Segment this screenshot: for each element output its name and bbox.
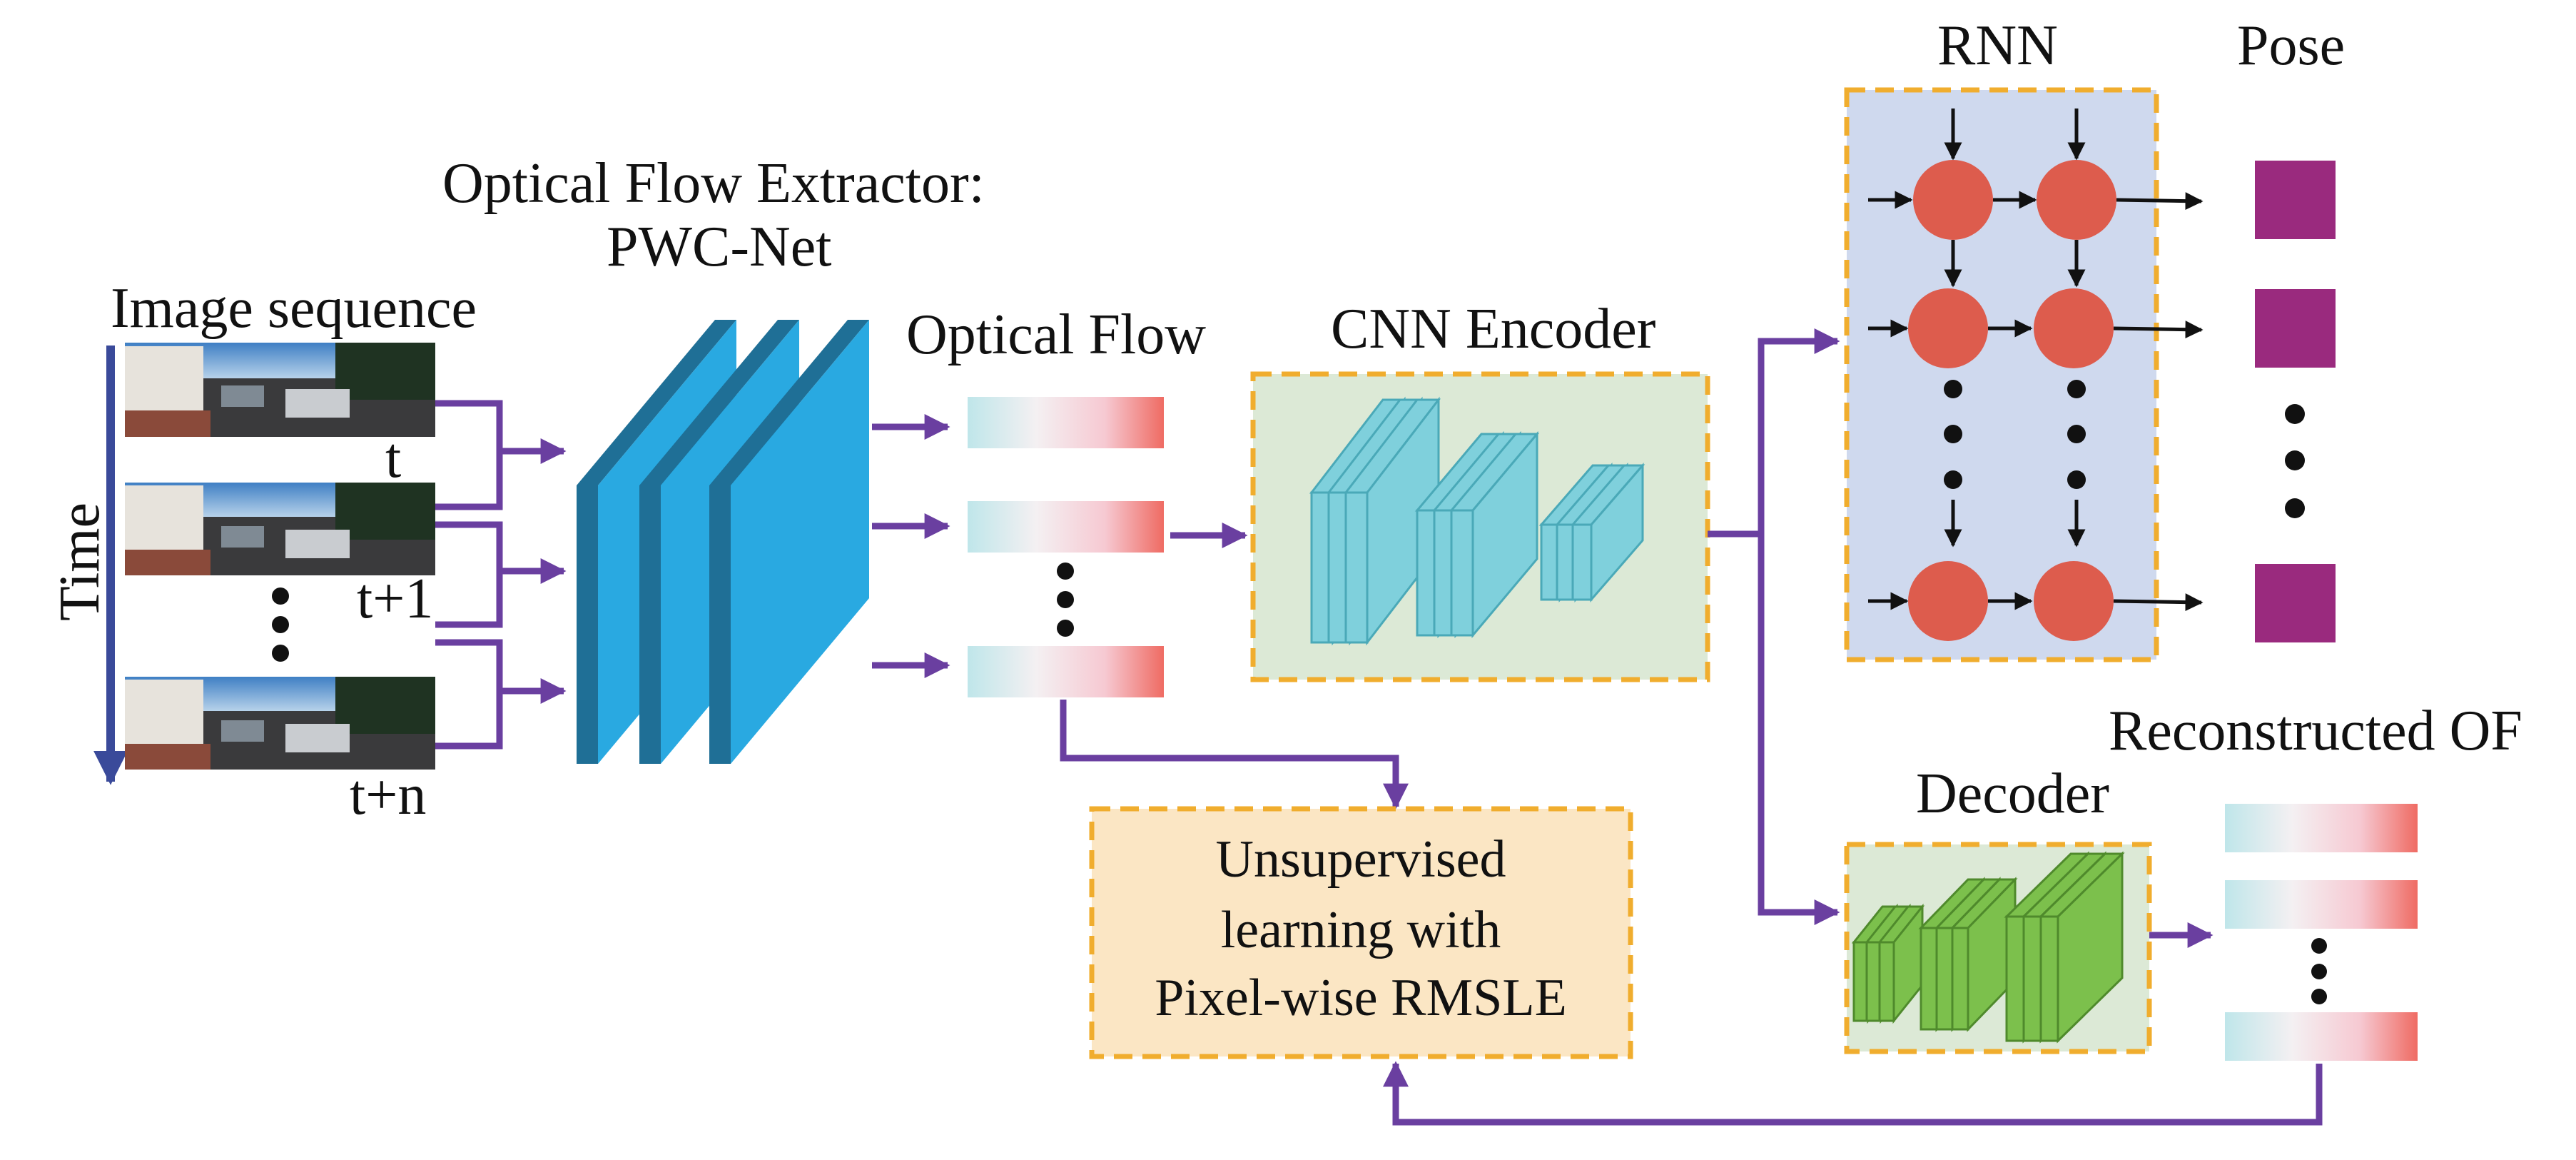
pwc-net-block <box>577 320 869 764</box>
rnn-node <box>2034 288 2114 368</box>
reconstruction-ellipsis <box>2311 938 2327 1004</box>
reconstructed-flow-map-1 <box>2225 804 2418 852</box>
pose-ellipsis <box>2285 404 2305 518</box>
frame-pair-connectors <box>435 400 503 750</box>
reconstructed-of-label: Reconstructed OF <box>2109 700 2522 762</box>
encoder-layers <box>1309 396 1646 646</box>
rnn-label: RNN <box>1937 14 2058 77</box>
rnn-node <box>2037 160 2116 240</box>
rnn-connections <box>1868 109 2204 612</box>
loss-text-line2: learning with <box>1221 901 1501 959</box>
frame-label-t-plus-1: t+1 <box>357 568 433 630</box>
extractor-title-line2: PWC-Net <box>607 216 832 278</box>
road-frame-t-plus-1 <box>125 483 435 575</box>
extractor-to-flow-arrows <box>872 414 950 678</box>
image-sequence-label: Image sequence <box>111 277 477 340</box>
flow-map-3 <box>968 646 1164 697</box>
frame-to-extractor-arrows <box>500 438 567 704</box>
loss-box <box>1089 806 1633 1059</box>
pwc-layer-3 <box>709 320 869 764</box>
rnn-box <box>1844 87 2159 662</box>
frame-ellipsis <box>272 587 289 662</box>
road-frame-t-plus-n <box>125 677 435 770</box>
frame-label-t-plus-n: t+n <box>350 764 426 827</box>
cnn-encoder-label: CNN Encoder <box>1331 298 1655 360</box>
reconstructed-flow-map-2 <box>2225 880 2418 929</box>
optical-flow-label: Optical Flow <box>906 303 1206 366</box>
extractor-title-line1: Optical Flow Extractor: <box>442 152 985 215</box>
rnn-node <box>1913 160 1993 240</box>
decoder-label: Decoder <box>1916 762 2109 825</box>
pose-label: Pose <box>2237 14 2345 77</box>
rnn-node <box>1908 288 1988 368</box>
flow-map-2 <box>968 501 1164 553</box>
rnn-node <box>2034 561 2114 641</box>
loss-text-line1: Unsupervised <box>1216 830 1506 889</box>
reconstructed-flow-map-3 <box>2225 1012 2418 1061</box>
encoder-to-rnn-arrow <box>1708 328 1840 538</box>
pose-square <box>2255 564 2336 642</box>
rnn-nodes <box>1908 160 2116 641</box>
rnn-node <box>1908 561 1988 641</box>
decoder-layers <box>1851 851 2125 1044</box>
loss-text-line3: Pixel-wise RMSLE <box>1155 969 1567 1027</box>
rnn-ellipsis <box>1944 380 2086 489</box>
flow-ellipsis <box>1057 563 1074 637</box>
pose-square <box>2255 161 2336 239</box>
frame-label-t: t <box>385 427 401 490</box>
road-frame-t <box>125 343 435 437</box>
reconstruction-to-loss-arrow <box>1383 1061 2323 1126</box>
encoder-to-decoder-arrow <box>1758 534 1840 925</box>
pose-square <box>2255 289 2336 368</box>
flow-map-1 <box>968 397 1164 448</box>
flow-to-loss-arrow <box>1060 700 1409 810</box>
time-label: Time <box>49 503 111 621</box>
